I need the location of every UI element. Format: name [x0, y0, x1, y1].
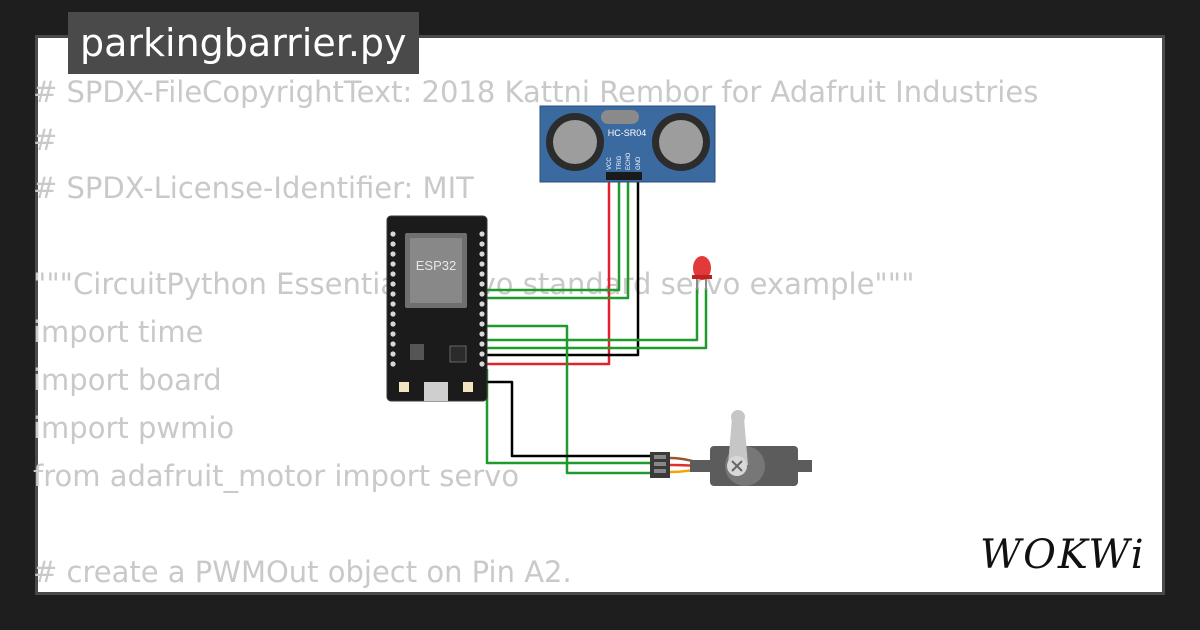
wire-gnd [487, 178, 640, 357]
wire-echo [487, 178, 630, 300]
wire-servo-vcc [485, 369, 650, 465]
led-icon[interactable] [692, 256, 712, 290]
sensor-pin-vcc: VCC [607, 157, 613, 170]
code-background: # SPDX-FileCopyrightText: 2018 Kattni Re… [33, 68, 1038, 596]
wire-servo-signal [487, 324, 650, 475]
esp32-board-icon[interactable]: ESP32 [386, 215, 488, 402]
mcu-label: ESP32 [416, 258, 456, 273]
code-line: # SPDX-License-Identifier: MIT [33, 171, 474, 205]
wokwi-logo-text: WOKWi [980, 532, 1146, 578]
code-line: # SPDX-FileCopyrightText: 2018 Kattni Re… [33, 75, 1039, 109]
ultrasonic-sensor-icon[interactable]: HC-SR04 VCC TRIG ECHO GND [539, 105, 716, 183]
code-line: # [33, 123, 58, 157]
wires [485, 178, 708, 475]
file-title: parkingbarrier.py [68, 12, 419, 74]
sensor-pin-trig: TRIG [617, 155, 623, 170]
wire-trig [487, 178, 621, 292]
wire-vcc [487, 178, 611, 366]
code-line: import board [33, 363, 222, 397]
code-line: from adafruit_motor import servo [33, 459, 520, 493]
wokwi-logo: WOKWi [980, 532, 1146, 578]
servo-icon[interactable] [650, 410, 812, 486]
sensor-pin-echo: ECHO [626, 152, 632, 170]
wire-servo-gnd [487, 380, 650, 458]
wire-led-cathode [487, 288, 699, 342]
code-line: import pwmio [33, 411, 235, 445]
wire-led-anode [487, 288, 708, 350]
code-line: # create a PWMOut object on Pin A2. [33, 555, 572, 589]
sensor-label: HC-SR04 [608, 128, 647, 138]
sensor-pin-gnd: GND [636, 156, 642, 170]
code-line: import time [33, 315, 204, 349]
